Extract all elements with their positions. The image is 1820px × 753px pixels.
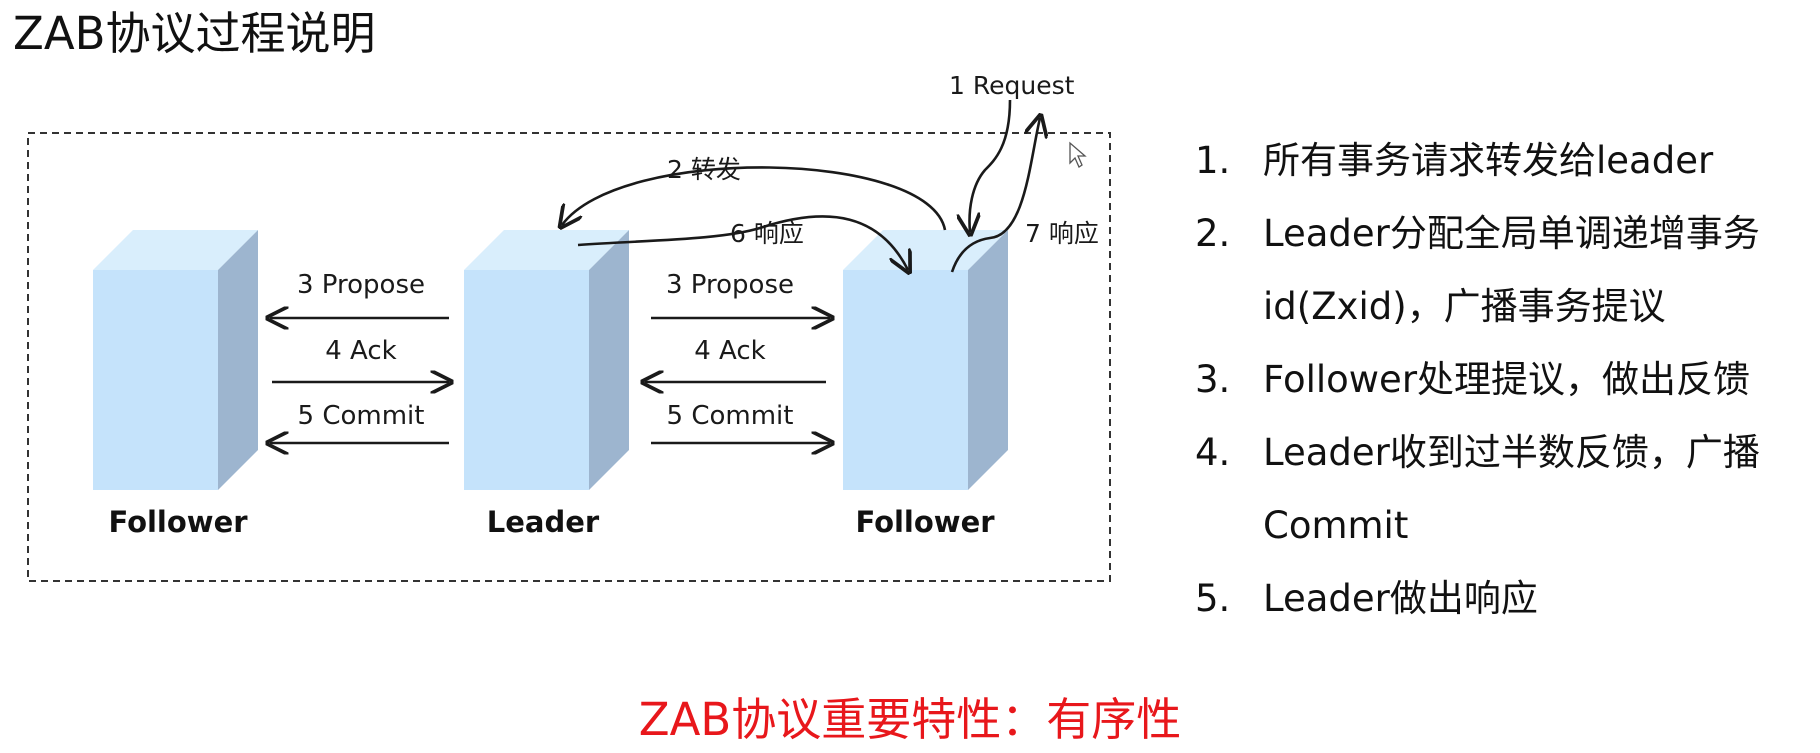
step-text: Leader分配全局单调递增事务id(Zxid)，广播事务提议: [1263, 212, 1760, 328]
step-number: 2.: [1195, 212, 1231, 255]
follower-left-caption: Follower: [108, 505, 248, 539]
response-7-arrow: [950, 118, 1040, 273]
step-text: 所有事务请求转发给leader: [1263, 139, 1714, 182]
step-item: 2. Leader分配全局单调递增事务id(Zxid)，广播事务提议: [1195, 197, 1815, 343]
ack-left-label: 4 Ack: [325, 336, 397, 366]
step-text: Follower处理提议，做出反馈: [1263, 358, 1751, 401]
follower-right-front-face: [843, 270, 968, 490]
response-7-label: 7 响应: [1025, 219, 1099, 248]
propose-right-label: 3 Propose: [666, 270, 794, 300]
leader-front-face: [464, 270, 589, 490]
follower-right-node: [843, 230, 1008, 490]
response-6-label: 6 响应: [730, 219, 804, 248]
step-text: Leader做出响应: [1263, 577, 1538, 620]
propose-left-label: 3 Propose: [297, 270, 425, 300]
request-arrow: [970, 99, 1012, 232]
leader-caption: Leader: [487, 505, 600, 539]
forward-label: 2 转发: [667, 155, 741, 184]
key-feature-callout: ZAB协议重要特性：有序性: [638, 693, 1182, 746]
follower-right-top-face: [843, 230, 1008, 270]
ack-right-label: 4 Ack: [694, 336, 766, 366]
step-number: 5.: [1195, 577, 1231, 620]
step-text: Leader收到过半数反馈，广播Commit: [1263, 431, 1760, 547]
response-6-arrow: [577, 215, 908, 270]
step-number: 3.: [1195, 358, 1231, 401]
step-number: 1.: [1195, 139, 1231, 182]
follower-right-caption: Follower: [855, 505, 995, 539]
commit-right-label: 5 Commit: [667, 401, 794, 431]
follower-right-side-face: [968, 230, 1008, 490]
cluster-boundary: [27, 132, 1111, 582]
follower-left-side-face: [218, 230, 258, 490]
leader-node: [464, 230, 629, 490]
commit-left-label: 5 Commit: [298, 401, 425, 431]
step-item: 1. 所有事务请求转发给leader: [1195, 124, 1815, 197]
step-number: 4.: [1195, 431, 1231, 474]
page-title: ZAB协议过程说明: [13, 7, 376, 60]
step-item: 5. Leader做出响应: [1195, 562, 1815, 635]
request-label: 1 Request: [949, 71, 1075, 100]
mouse-cursor-icon: [1069, 141, 1087, 168]
leader-side-face: [589, 230, 629, 490]
step-item: 4. Leader收到过半数反馈，广播Commit: [1195, 416, 1815, 562]
step-list: 1. 所有事务请求转发给leader 2. Leader分配全局单调递增事务id(Z…: [1195, 124, 1815, 635]
step-item: 3. Follower处理提议，做出反馈: [1195, 343, 1815, 416]
follower-left-front-face: [93, 270, 218, 490]
follower-left-top-face: [93, 230, 258, 270]
leader-top-face: [464, 230, 629, 270]
follower-left-node: [93, 230, 258, 490]
forward-arrow: [562, 166, 947, 230]
